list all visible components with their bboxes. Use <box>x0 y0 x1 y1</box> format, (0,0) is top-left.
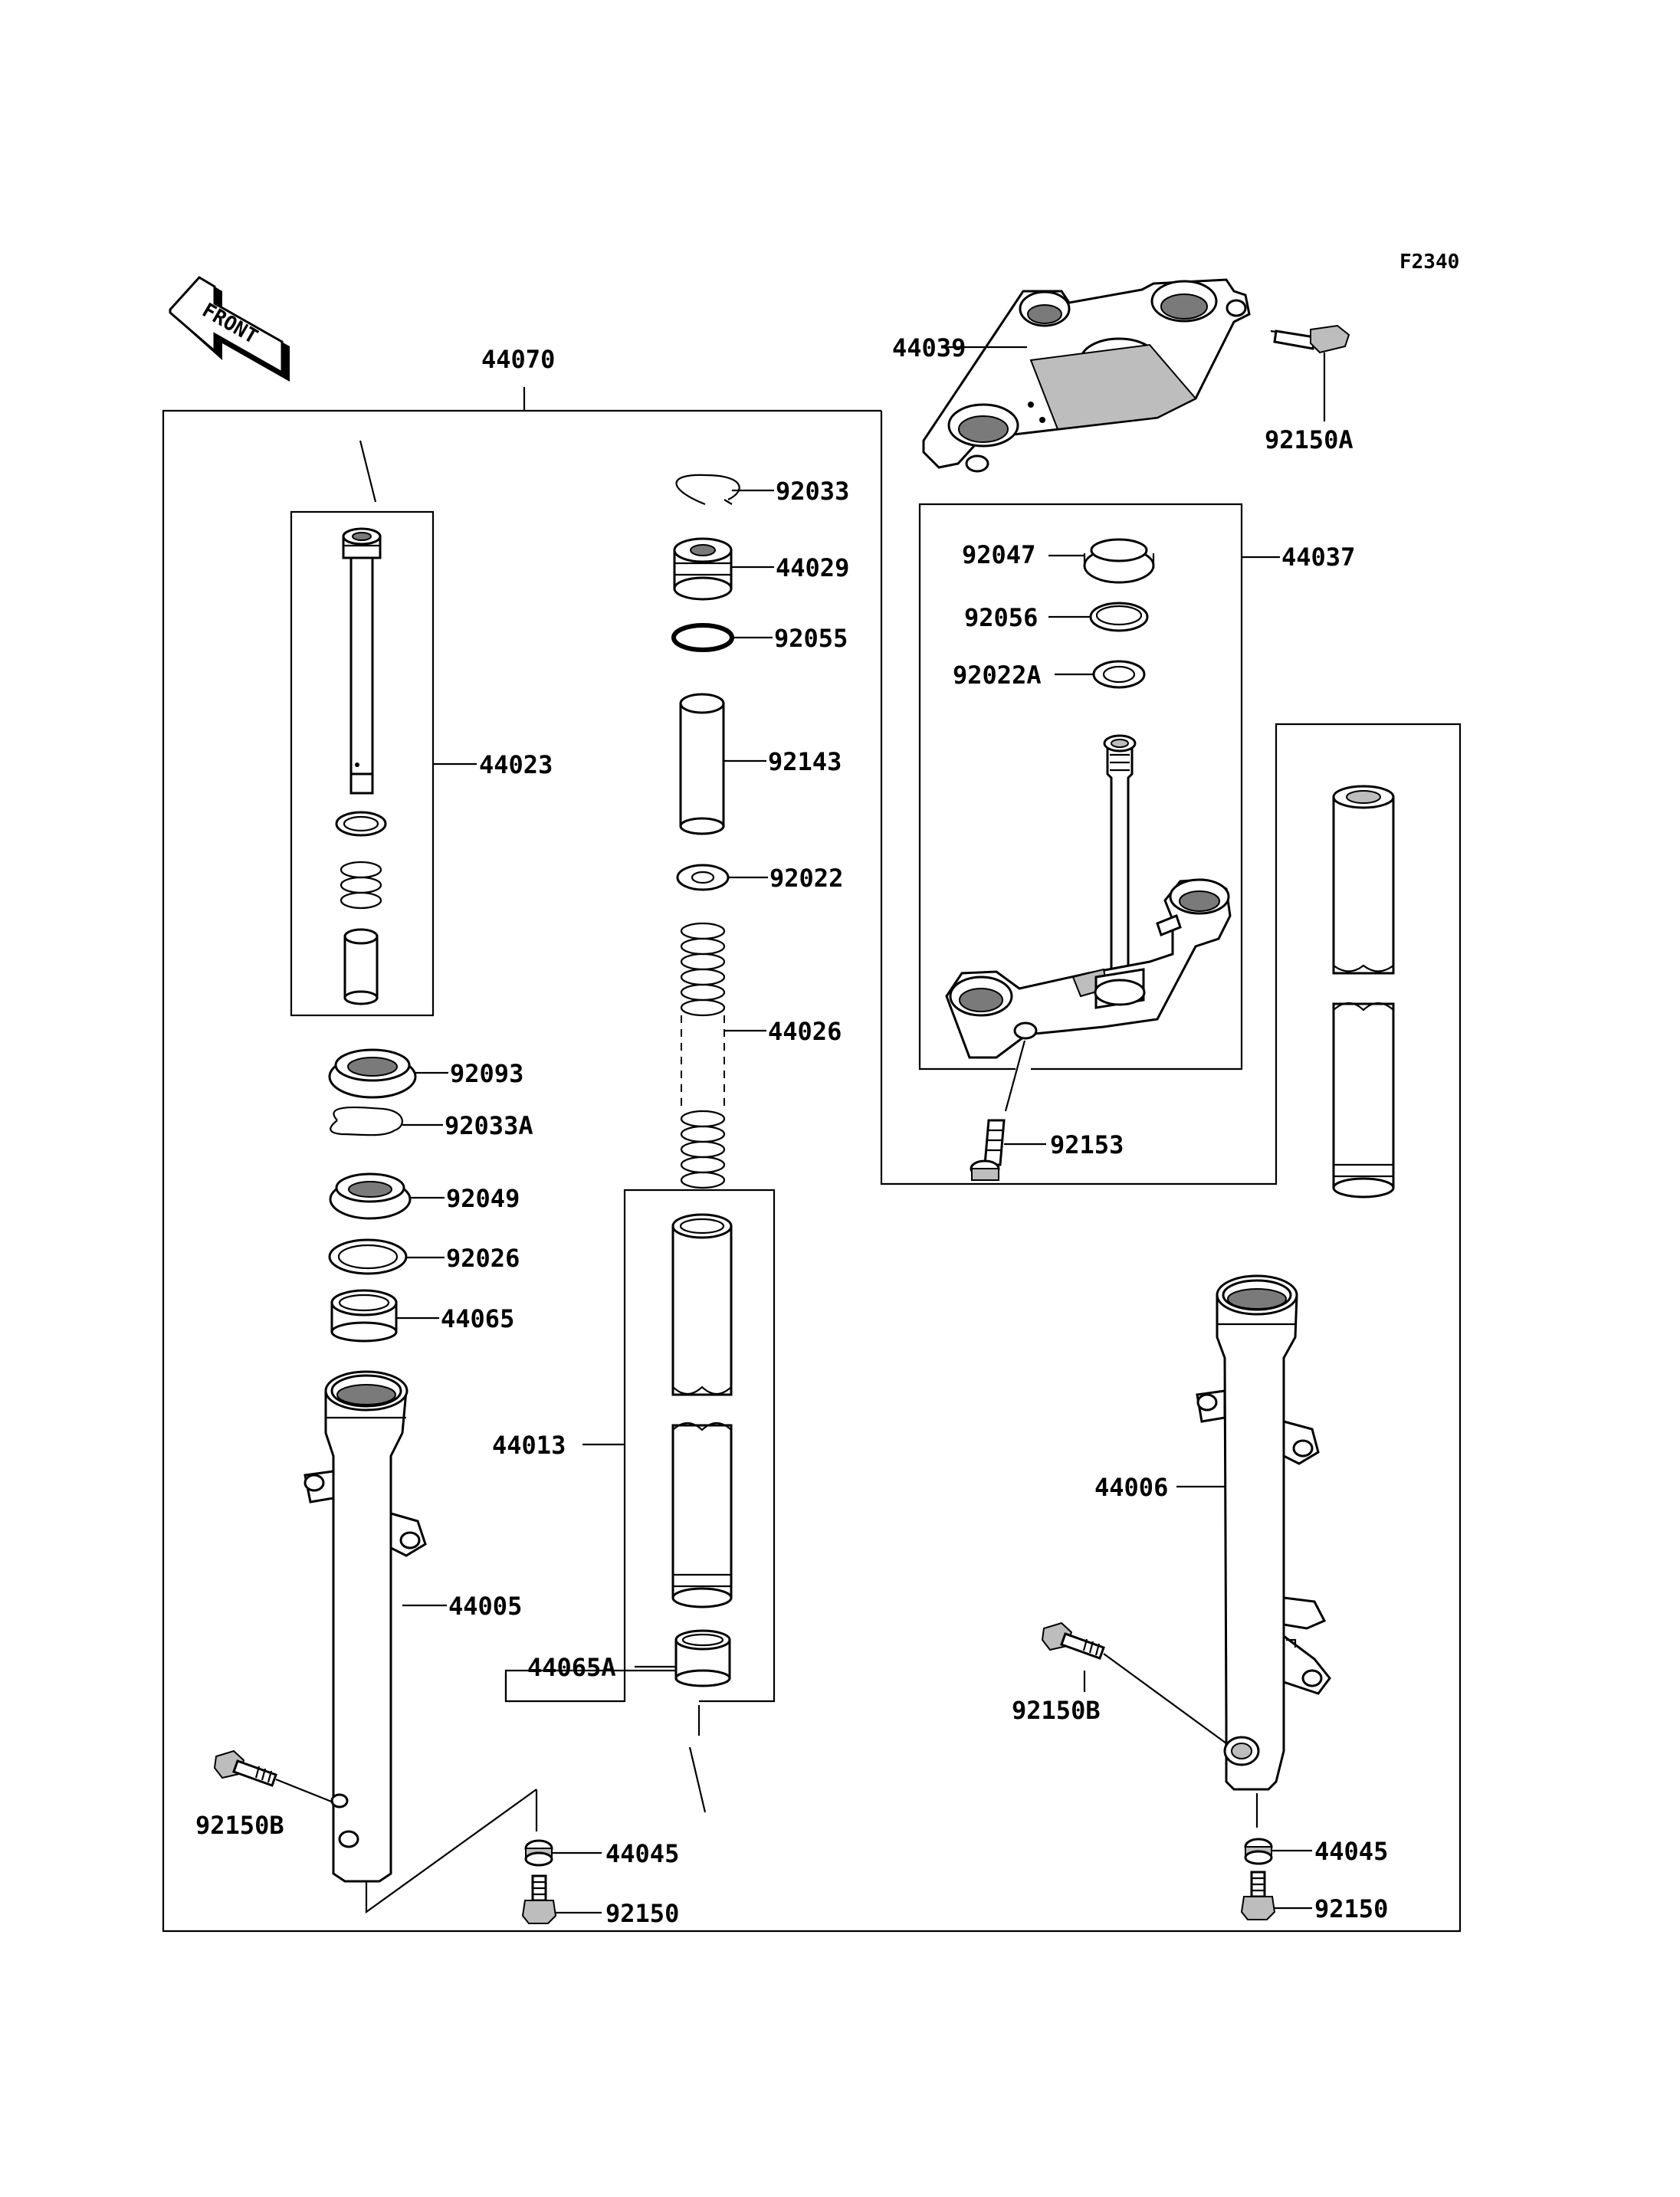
callout-44065A: 44065A <box>527 1653 616 1682</box>
washer-92026 <box>328 1238 408 1275</box>
callout-92022A: 92022A <box>953 661 1042 690</box>
callout-92143: 92143 <box>768 747 842 776</box>
outer-tube-44005 <box>304 1370 427 1883</box>
outer-tube-44006 <box>1196 1274 1331 1791</box>
washer-44045-right <box>1244 1838 1273 1865</box>
callout-92049: 92049 <box>446 1184 520 1213</box>
cap-44029 <box>673 537 733 601</box>
spacer-92143 <box>679 693 725 835</box>
circlip-92033 <box>675 474 740 506</box>
callout-92150A: 92150A <box>1265 425 1354 454</box>
inner-tube-frame <box>504 1189 776 1813</box>
callout-92055: 92055 <box>774 624 848 653</box>
callout-92093: 92093 <box>450 1059 523 1088</box>
callout-44045-left: 44045 <box>605 1839 679 1868</box>
washer-92022A <box>1092 660 1146 689</box>
callout-44065: 44065 <box>441 1304 514 1333</box>
seal-92047 <box>1083 538 1155 584</box>
callout-92026: 92026 <box>446 1244 520 1273</box>
callout-44070: 44070 <box>481 345 555 374</box>
figure-ref: F2340 <box>1399 251 1459 274</box>
ring-92056 <box>1089 602 1149 632</box>
callout-44013: 44013 <box>492 1431 566 1460</box>
callout-92150-right: 92150 <box>1314 1894 1388 1923</box>
front-direction-arrow-icon: FRONT <box>169 276 290 382</box>
washer-44045-left <box>524 1839 553 1867</box>
callout-92033: 92033 <box>776 477 849 506</box>
callout-92150-left: 92150 <box>605 1899 679 1928</box>
callout-44045-right: 44045 <box>1314 1837 1388 1866</box>
bolt-92150A <box>1270 324 1350 421</box>
dust-seal-92093 <box>328 1048 417 1099</box>
callout-92150B-right: 92150B <box>1012 1696 1101 1725</box>
bolt-92150-left <box>521 1874 557 1924</box>
callout-44029: 44029 <box>776 553 849 582</box>
callout-44037: 44037 <box>1281 543 1355 572</box>
bushing-44065 <box>330 1289 398 1343</box>
oil-seal-92049 <box>329 1172 412 1220</box>
bolt-92150-right <box>1240 1871 1276 1920</box>
inner-tube-44013 <box>671 1213 733 1608</box>
washer-92022 <box>676 864 730 891</box>
callout-92153: 92153 <box>1050 1130 1124 1159</box>
bolt-92153 <box>970 1119 1006 1181</box>
oring-92055 <box>671 623 734 652</box>
spring-44026 <box>680 922 726 1189</box>
fork-assembly-frame <box>162 387 1462 1933</box>
callout-92150B-left: 92150B <box>195 1811 284 1840</box>
callout-92056: 92056 <box>964 603 1038 632</box>
callout-44006: 44006 <box>1094 1473 1168 1502</box>
callout-92022: 92022 <box>769 864 843 893</box>
damper-rod-44023 <box>335 527 387 1005</box>
callout-44005: 44005 <box>448 1592 522 1621</box>
circlip-92033A <box>330 1106 403 1136</box>
bolt-92150B-right <box>1041 1622 1227 1744</box>
steering-stem-frame <box>918 503 1280 1071</box>
bushing-44065A <box>674 1629 731 1687</box>
callout-44023: 44023 <box>479 750 553 779</box>
callout-44026: 44026 <box>768 1017 842 1046</box>
bolt-92150B-left <box>213 1749 334 1804</box>
callout-92047: 92047 <box>962 540 1035 569</box>
upper-bracket-44039 <box>922 278 1251 473</box>
right-inner-tube <box>1332 785 1395 1199</box>
callout-92033A: 92033A <box>445 1111 533 1140</box>
steering-stem <box>945 734 1232 1059</box>
callout-44039: 44039 <box>892 333 966 362</box>
